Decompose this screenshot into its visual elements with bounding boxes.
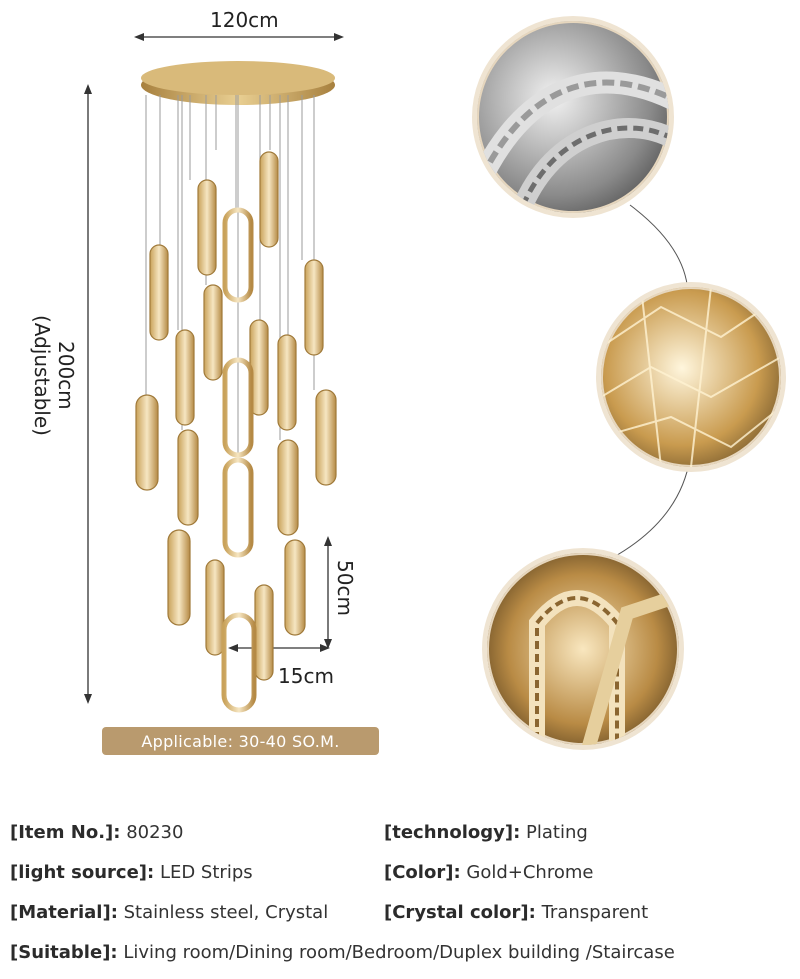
spec-key: [technology]: (384, 822, 521, 843)
spec-key: [Crystal color]: (384, 902, 536, 923)
applicable-badge: Applicable: 30-40 SO.M. (102, 727, 379, 755)
pendant-detail-image (482, 548, 684, 750)
height-label: 200cm (Adjustable) (18, 300, 78, 450)
spec-key: [Color]: (384, 862, 461, 883)
spec-value: Plating (526, 822, 588, 843)
height-value: 200cm (54, 340, 78, 410)
spec-key: [Item No.]: (10, 822, 121, 843)
spec-crystal-color: [Crystal color]: Transparent (384, 902, 648, 923)
spec-value: Gold+Chrome (466, 862, 594, 883)
spec-item-no: [Item No.]: 80230 (10, 822, 183, 843)
spec-key: [Material]: (10, 902, 118, 923)
spec-material: [Material]: Stainless steel, Crystal (10, 902, 328, 923)
spec-light-source: [light source]: LED Strips (10, 862, 253, 883)
spec-key: [Suitable]: (10, 942, 118, 963)
spec-value: 80230 (126, 822, 184, 843)
spec-key: [light source]: (10, 862, 155, 883)
spec-value: LED Strips (159, 862, 253, 883)
spec-color: [Color]: Gold+Chrome (384, 862, 593, 883)
chrome-detail-image (472, 16, 674, 218)
height-note: (Adjustable) (30, 314, 54, 436)
spec-value: Stainless steel, Crystal (123, 902, 329, 923)
pendant-height-label: 50cm (333, 560, 357, 616)
crystal-detail-image (596, 282, 786, 472)
spec-technology: [technology]: Plating (384, 822, 588, 843)
spec-value: Living room/Dining room/Bedroom/Duplex b… (123, 942, 675, 963)
pendant-width-label: 15cm (278, 664, 334, 688)
width-label: 120cm (210, 8, 279, 32)
spec-value: Transparent (541, 902, 649, 923)
chandelier-illustration (135, 61, 337, 713)
spec-suitable: [Suitable]: Living room/Dining room/Bedr… (10, 942, 675, 963)
